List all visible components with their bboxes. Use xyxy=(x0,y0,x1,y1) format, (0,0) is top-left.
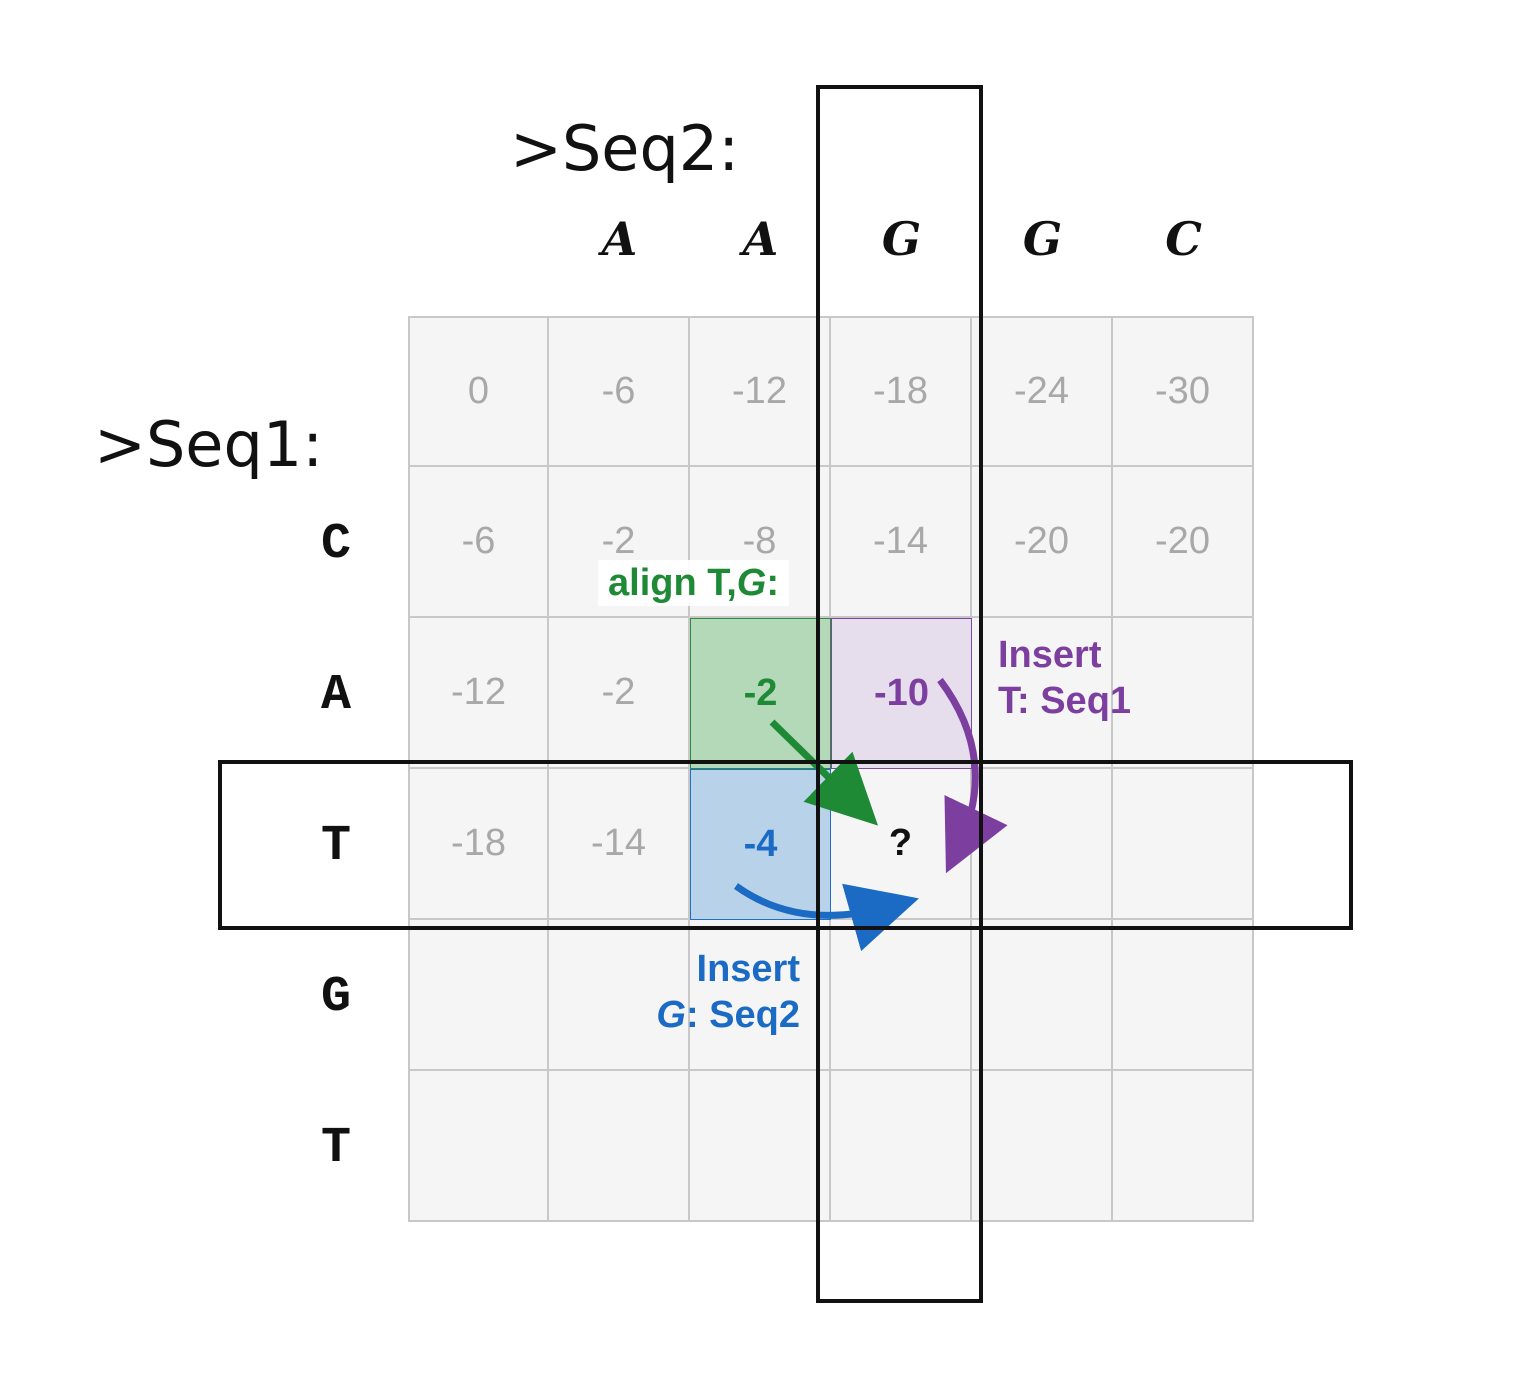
matrix-cell: -12 xyxy=(408,618,549,769)
matrix-cell: -12 xyxy=(690,316,831,467)
matrix-cell xyxy=(831,1071,972,1222)
seq2-letter: C xyxy=(1165,212,1202,266)
matrix-cell xyxy=(408,1071,549,1222)
matrix-cell xyxy=(1113,920,1254,1071)
seq1-letter: G xyxy=(320,969,351,1026)
matrix-cell xyxy=(972,618,1113,769)
matrix-cell xyxy=(831,920,972,1071)
matrix-cell xyxy=(1113,618,1254,769)
matrix-cell: -2 xyxy=(549,467,690,618)
insert-seq2-line2: G: Seq2 xyxy=(600,992,800,1038)
matrix-cell: -6 xyxy=(408,467,549,618)
matrix-cell: -18 xyxy=(408,769,549,920)
matrix-cell: 0 xyxy=(408,316,549,467)
seq1-letter: A xyxy=(320,667,351,724)
seq2-label: >Seq2: xyxy=(510,112,740,185)
seq2-letter: A xyxy=(601,212,638,266)
insert-seq2-letter: G xyxy=(656,994,686,1036)
insert-seq1-line1: Insert xyxy=(998,634,1102,676)
seq1-label: >Seq1: xyxy=(94,408,324,481)
matrix-cell xyxy=(1113,769,1254,920)
matrix-cell: -20 xyxy=(1113,467,1254,618)
insert-seq1-annotation: Insert T: Seq1 xyxy=(998,632,1131,724)
matrix-cell: -2 xyxy=(549,618,690,769)
insert-seq2-arrow xyxy=(733,883,919,952)
align-annotation: align T,G: xyxy=(598,560,790,606)
matrix-cell: -30 xyxy=(1113,316,1254,467)
seq2-letter: A xyxy=(742,212,779,266)
matrix-cell xyxy=(408,920,549,1071)
matrix-cell xyxy=(972,769,1113,920)
matrix-cell: -6 xyxy=(549,316,690,467)
matrix-cell: -14 xyxy=(549,769,690,920)
matrix-cell xyxy=(1113,1071,1254,1222)
insert-seq1-source-cell: -10 xyxy=(831,618,972,769)
matrix-cell xyxy=(549,1071,690,1222)
insert-seq2-line1: Insert xyxy=(696,948,800,990)
current-column-highlight xyxy=(816,85,983,1303)
seq2-letter: G xyxy=(1022,212,1063,266)
matrix-cell: -8 xyxy=(690,467,831,618)
matrix-cell xyxy=(972,1071,1113,1222)
align-annotation-suffix: : xyxy=(766,562,780,604)
matrix-cell xyxy=(972,920,1113,1071)
matrix-cell xyxy=(690,920,831,1071)
insert-seq1-line2: T: Seq1 xyxy=(998,680,1132,722)
seq1-letter: T xyxy=(320,1120,351,1177)
seq1-letter: T xyxy=(320,818,351,875)
insert-seq2-source-cell: -4 xyxy=(690,769,831,920)
matrix-cell xyxy=(549,920,690,1071)
matrix-cell: -20 xyxy=(972,467,1113,618)
matrix-cell: -18 xyxy=(831,316,972,467)
matrix-cell: -14 xyxy=(831,467,972,618)
align-annotation-letter: G xyxy=(736,562,767,604)
insert-seq2-annotation: Insert G: Seq2 xyxy=(600,946,800,1038)
seq1-letter: C xyxy=(320,516,351,573)
current-row-highlight xyxy=(218,760,1353,930)
insert-seq2-suffix: : Seq2 xyxy=(685,994,800,1036)
matrix-cell xyxy=(690,1071,831,1222)
align-annotation-prefix: align T, xyxy=(608,562,737,604)
seq2-letter: G xyxy=(881,212,922,266)
match-source-cell: -2 xyxy=(690,618,831,769)
match-arrow xyxy=(769,719,879,826)
matrix-cell: -24 xyxy=(972,316,1113,467)
